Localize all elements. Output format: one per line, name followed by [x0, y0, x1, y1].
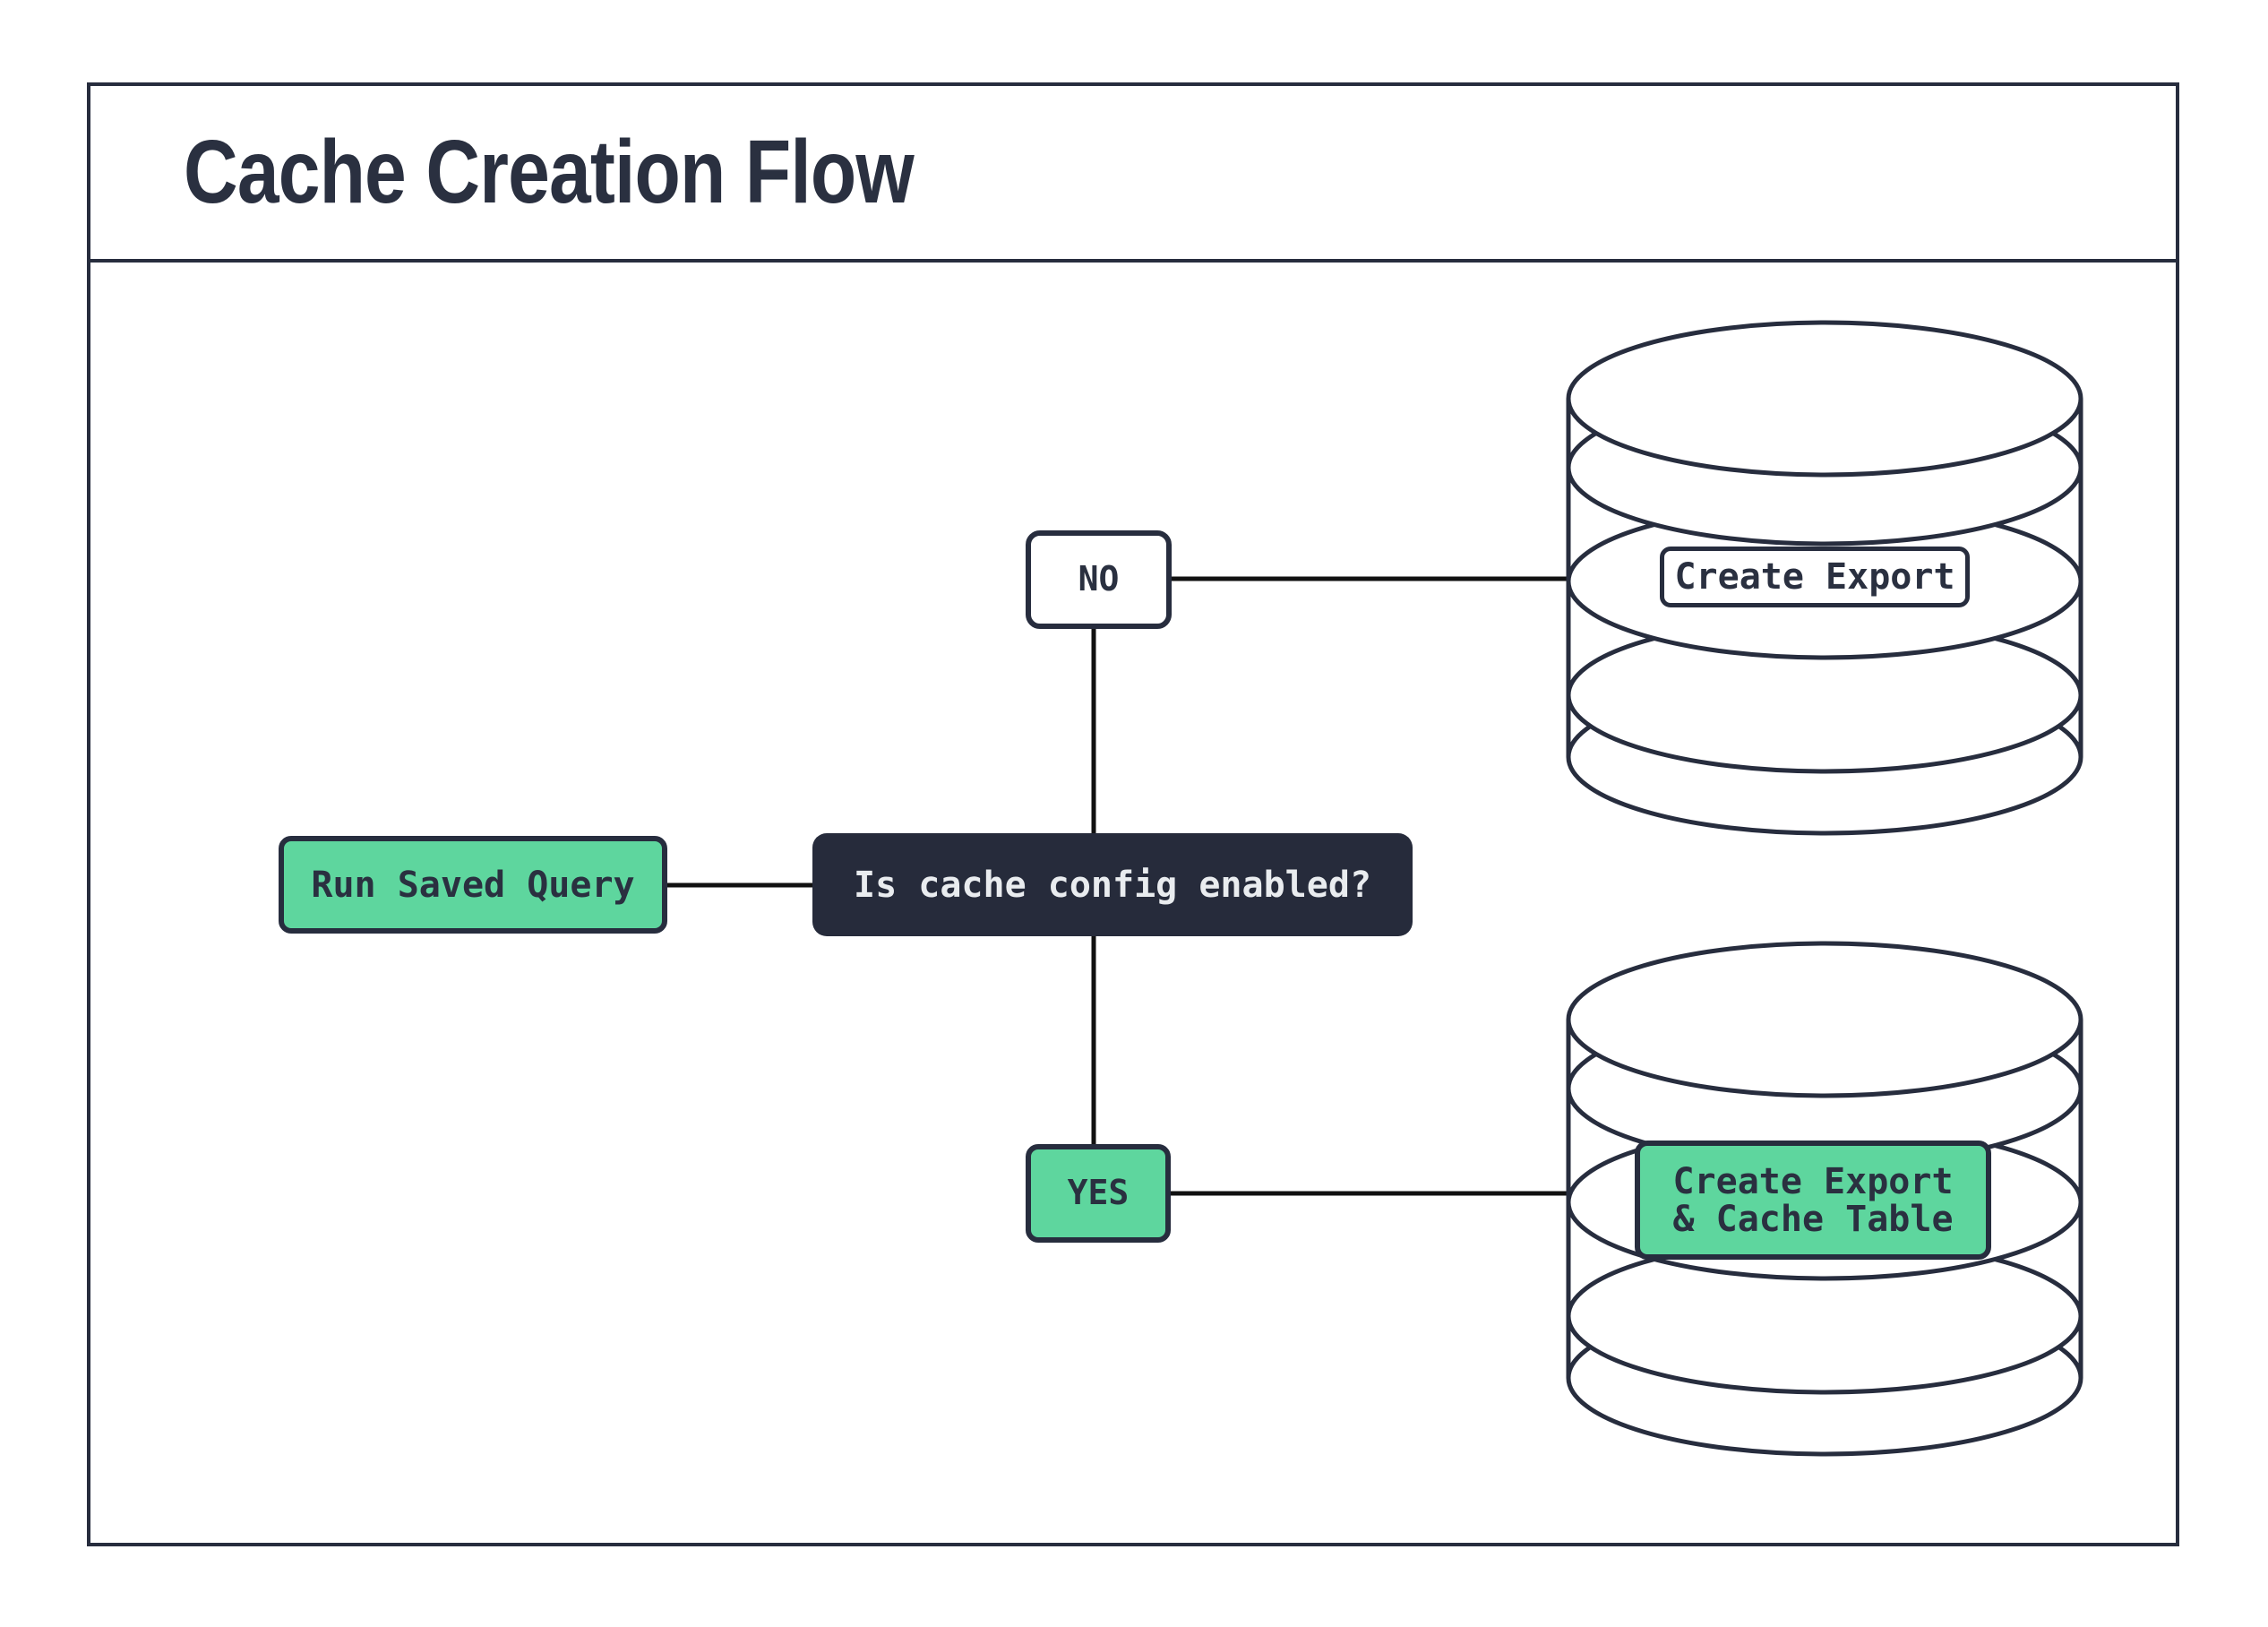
- node-create-export-cache-table-label: Create Export & Cache Table: [1672, 1160, 1954, 1240]
- node-run-saved-query: Run Saved Query: [279, 836, 667, 934]
- node-cache-config-decision: Is cache config enabled?: [812, 833, 1413, 936]
- node-create-export-cache-table: Create Export & Cache Table: [1635, 1141, 1991, 1260]
- page-title: Cache Creation Flow: [184, 122, 915, 222]
- node-cache-config-decision-label: Is cache config enabled?: [854, 864, 1371, 906]
- node-create-export: Create Export: [1660, 547, 1970, 607]
- title-bar: Cache Creation Flow: [90, 86, 2176, 263]
- node-branch-no-label: NO: [1078, 559, 1120, 599]
- node-branch-yes: YES: [1026, 1144, 1171, 1243]
- database-icon-export: [1566, 320, 2083, 836]
- node-create-export-label: Create Export: [1674, 556, 1955, 598]
- node-branch-no: NO: [1026, 530, 1172, 629]
- node-run-saved-query-label: Run Saved Query: [311, 864, 635, 906]
- node-branch-yes-label: YES: [1067, 1173, 1130, 1213]
- diagram-frame: Cache Creation Flow: [87, 82, 2179, 1546]
